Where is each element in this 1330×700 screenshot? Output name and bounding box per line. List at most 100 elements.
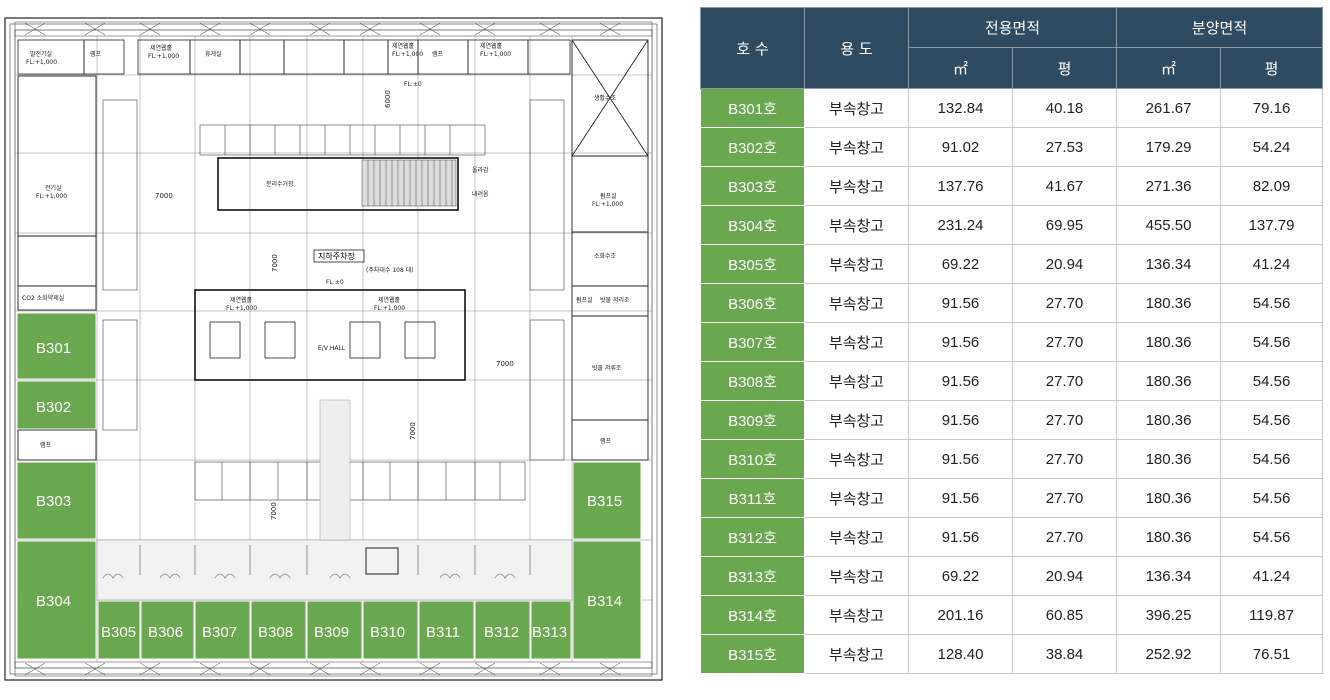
room-ctrl-left-fl: FL:+1,000 — [226, 305, 257, 312]
cell-use: 부속창고 — [804, 244, 909, 284]
room-pump-fl: FL:+1,000 — [592, 201, 623, 208]
unit-B309[interactable] — [306, 600, 363, 660]
unit-label-B301: B301 — [36, 340, 71, 357]
unit-label-B309: B309 — [314, 624, 349, 641]
cell-sa-py: 54.56 — [1220, 478, 1324, 518]
table-header: 호 수 용 도 전용면적 분양면적 ㎡ 평 ㎡ 평 — [700, 7, 1324, 89]
cell-use: 부속창고 — [804, 400, 909, 440]
unit-label-B314: B314 — [587, 593, 622, 610]
unit-B306[interactable] — [140, 600, 195, 660]
cell-use: 부속창고 — [804, 88, 909, 128]
ramp-corridor — [319, 399, 351, 541]
cell-sa-sqm: 180.36 — [1116, 361, 1222, 401]
unit-label-B313: B313 — [532, 624, 567, 641]
cell-sa-sqm: 180.36 — [1116, 478, 1222, 518]
cell-sa-py: 76.51 — [1220, 634, 1324, 674]
unit-B302[interactable] — [16, 380, 97, 430]
cell-ex-sqm: 91.56 — [908, 517, 1013, 557]
label-parking-count: (주차대수 108 대) — [366, 266, 414, 274]
room-rest: 휴게실 — [205, 50, 222, 58]
header-exclusive-area: 전용면적 — [907, 7, 1118, 48]
cell-sa-py: 41.24 — [1220, 556, 1324, 596]
room-ctrl3-fl: FL:+1,000 — [480, 51, 511, 58]
cell-sa-sqm: 180.36 — [1116, 322, 1222, 362]
unit-B310[interactable] — [362, 600, 419, 660]
cell-sa-sqm: 180.36 — [1116, 517, 1222, 557]
cell-ex-sqm: 137.76 — [908, 166, 1013, 206]
cell-sa-sqm: 179.29 — [1116, 127, 1222, 167]
unit-B303[interactable] — [16, 461, 97, 540]
cell-ex-sqm: 91.56 — [908, 283, 1013, 323]
unit-B301[interactable] — [16, 312, 97, 380]
cell-ex-py: 40.18 — [1011, 88, 1118, 128]
cell-sa-py: 54.56 — [1220, 283, 1324, 323]
cell-unit: B309호 — [700, 400, 805, 440]
cell-sa-py: 82.09 — [1220, 166, 1324, 206]
cell-sa-py: 119.87 — [1220, 595, 1324, 635]
unit-label-B305: B305 — [101, 624, 136, 641]
cell-sa-sqm: 261.67 — [1116, 88, 1222, 128]
unit-B304[interactable] — [16, 540, 97, 660]
room-water-tank: 생활수조 — [594, 94, 617, 102]
unit-label-B302: B302 — [36, 399, 71, 416]
cell-ex-py: 27.70 — [1011, 400, 1118, 440]
unit-B313[interactable] — [530, 600, 572, 660]
cell-ex-sqm: 201.16 — [908, 595, 1013, 635]
label-fl-center: FL:±0 — [326, 279, 344, 286]
cell-ex-sqm: 69.22 — [908, 244, 1013, 284]
cell-sa-sqm: 252.92 — [1116, 634, 1222, 674]
cell-ex-py: 27.70 — [1011, 361, 1118, 401]
label-parking: 지하주차장 — [318, 251, 355, 261]
room-fire-tank: 소화수조 — [594, 253, 617, 260]
cell-sa-py: 41.24 — [1220, 244, 1324, 284]
cell-use: 부속창고 — [804, 322, 909, 362]
cell-ex-py: 69.95 — [1011, 205, 1118, 245]
unit-B314[interactable] — [572, 540, 642, 660]
unit-B312[interactable] — [474, 600, 531, 660]
cell-ex-sqm: 91.02 — [908, 127, 1013, 167]
room-elec: 전기실 — [45, 184, 62, 192]
cell-sa-sqm: 180.36 — [1116, 400, 1222, 440]
room-elec-fl: FL:+1,000 — [36, 193, 67, 200]
cell-unit: B315호 — [700, 634, 805, 674]
cell-sa-py: 137.79 — [1220, 205, 1324, 245]
cell-ex-py: 20.94 — [1011, 556, 1118, 596]
unit-B308[interactable] — [250, 600, 307, 660]
cell-use: 부속창고 — [804, 283, 909, 323]
central-core — [194, 157, 466, 381]
cell-ex-py: 60.85 — [1011, 595, 1118, 635]
cell-unit: B313호 — [700, 556, 805, 596]
header-sale-area: 분양면적 — [1116, 7, 1324, 48]
header-exclusive-pyeong: 평 — [1011, 47, 1118, 89]
room-ramp-left: 램프 — [40, 442, 52, 449]
cell-ex-sqm: 91.56 — [908, 439, 1013, 479]
room-septic: 분리수거장 — [266, 180, 294, 188]
unit-B311[interactable] — [418, 600, 475, 660]
room-rain2: 빗물 저류조 — [592, 364, 622, 372]
floor-plan: 발전기실 FL:+1,000 램프 제연웹홀 FL:+1,000 휴게실 제연웹… — [4, 17, 663, 681]
cell-sa-py: 54.56 — [1220, 439, 1324, 479]
unit-B305[interactable] — [97, 600, 141, 660]
cell-ex-py: 41.67 — [1011, 166, 1118, 206]
cell-sa-py: 79.16 — [1220, 88, 1324, 128]
room-ctrl2: 제연웹홀 — [392, 42, 415, 50]
room-ctrl-right: 제연웹홀 — [378, 296, 401, 304]
unit-B307[interactable] — [194, 600, 251, 660]
unit-B315[interactable] — [572, 461, 642, 540]
room-ramp2: 램프 — [432, 51, 444, 58]
bottom-strip — [14, 661, 653, 677]
cell-use: 부속창고 — [804, 361, 909, 401]
dim-7000-core: 7000 — [271, 254, 279, 272]
cell-sa-sqm: 180.36 — [1116, 439, 1222, 479]
unit-label-B303: B303 — [36, 493, 71, 510]
room-ramp-top: 램프 — [90, 51, 102, 58]
cell-unit: B312호 — [700, 517, 805, 557]
cell-use: 부속창고 — [804, 439, 909, 479]
